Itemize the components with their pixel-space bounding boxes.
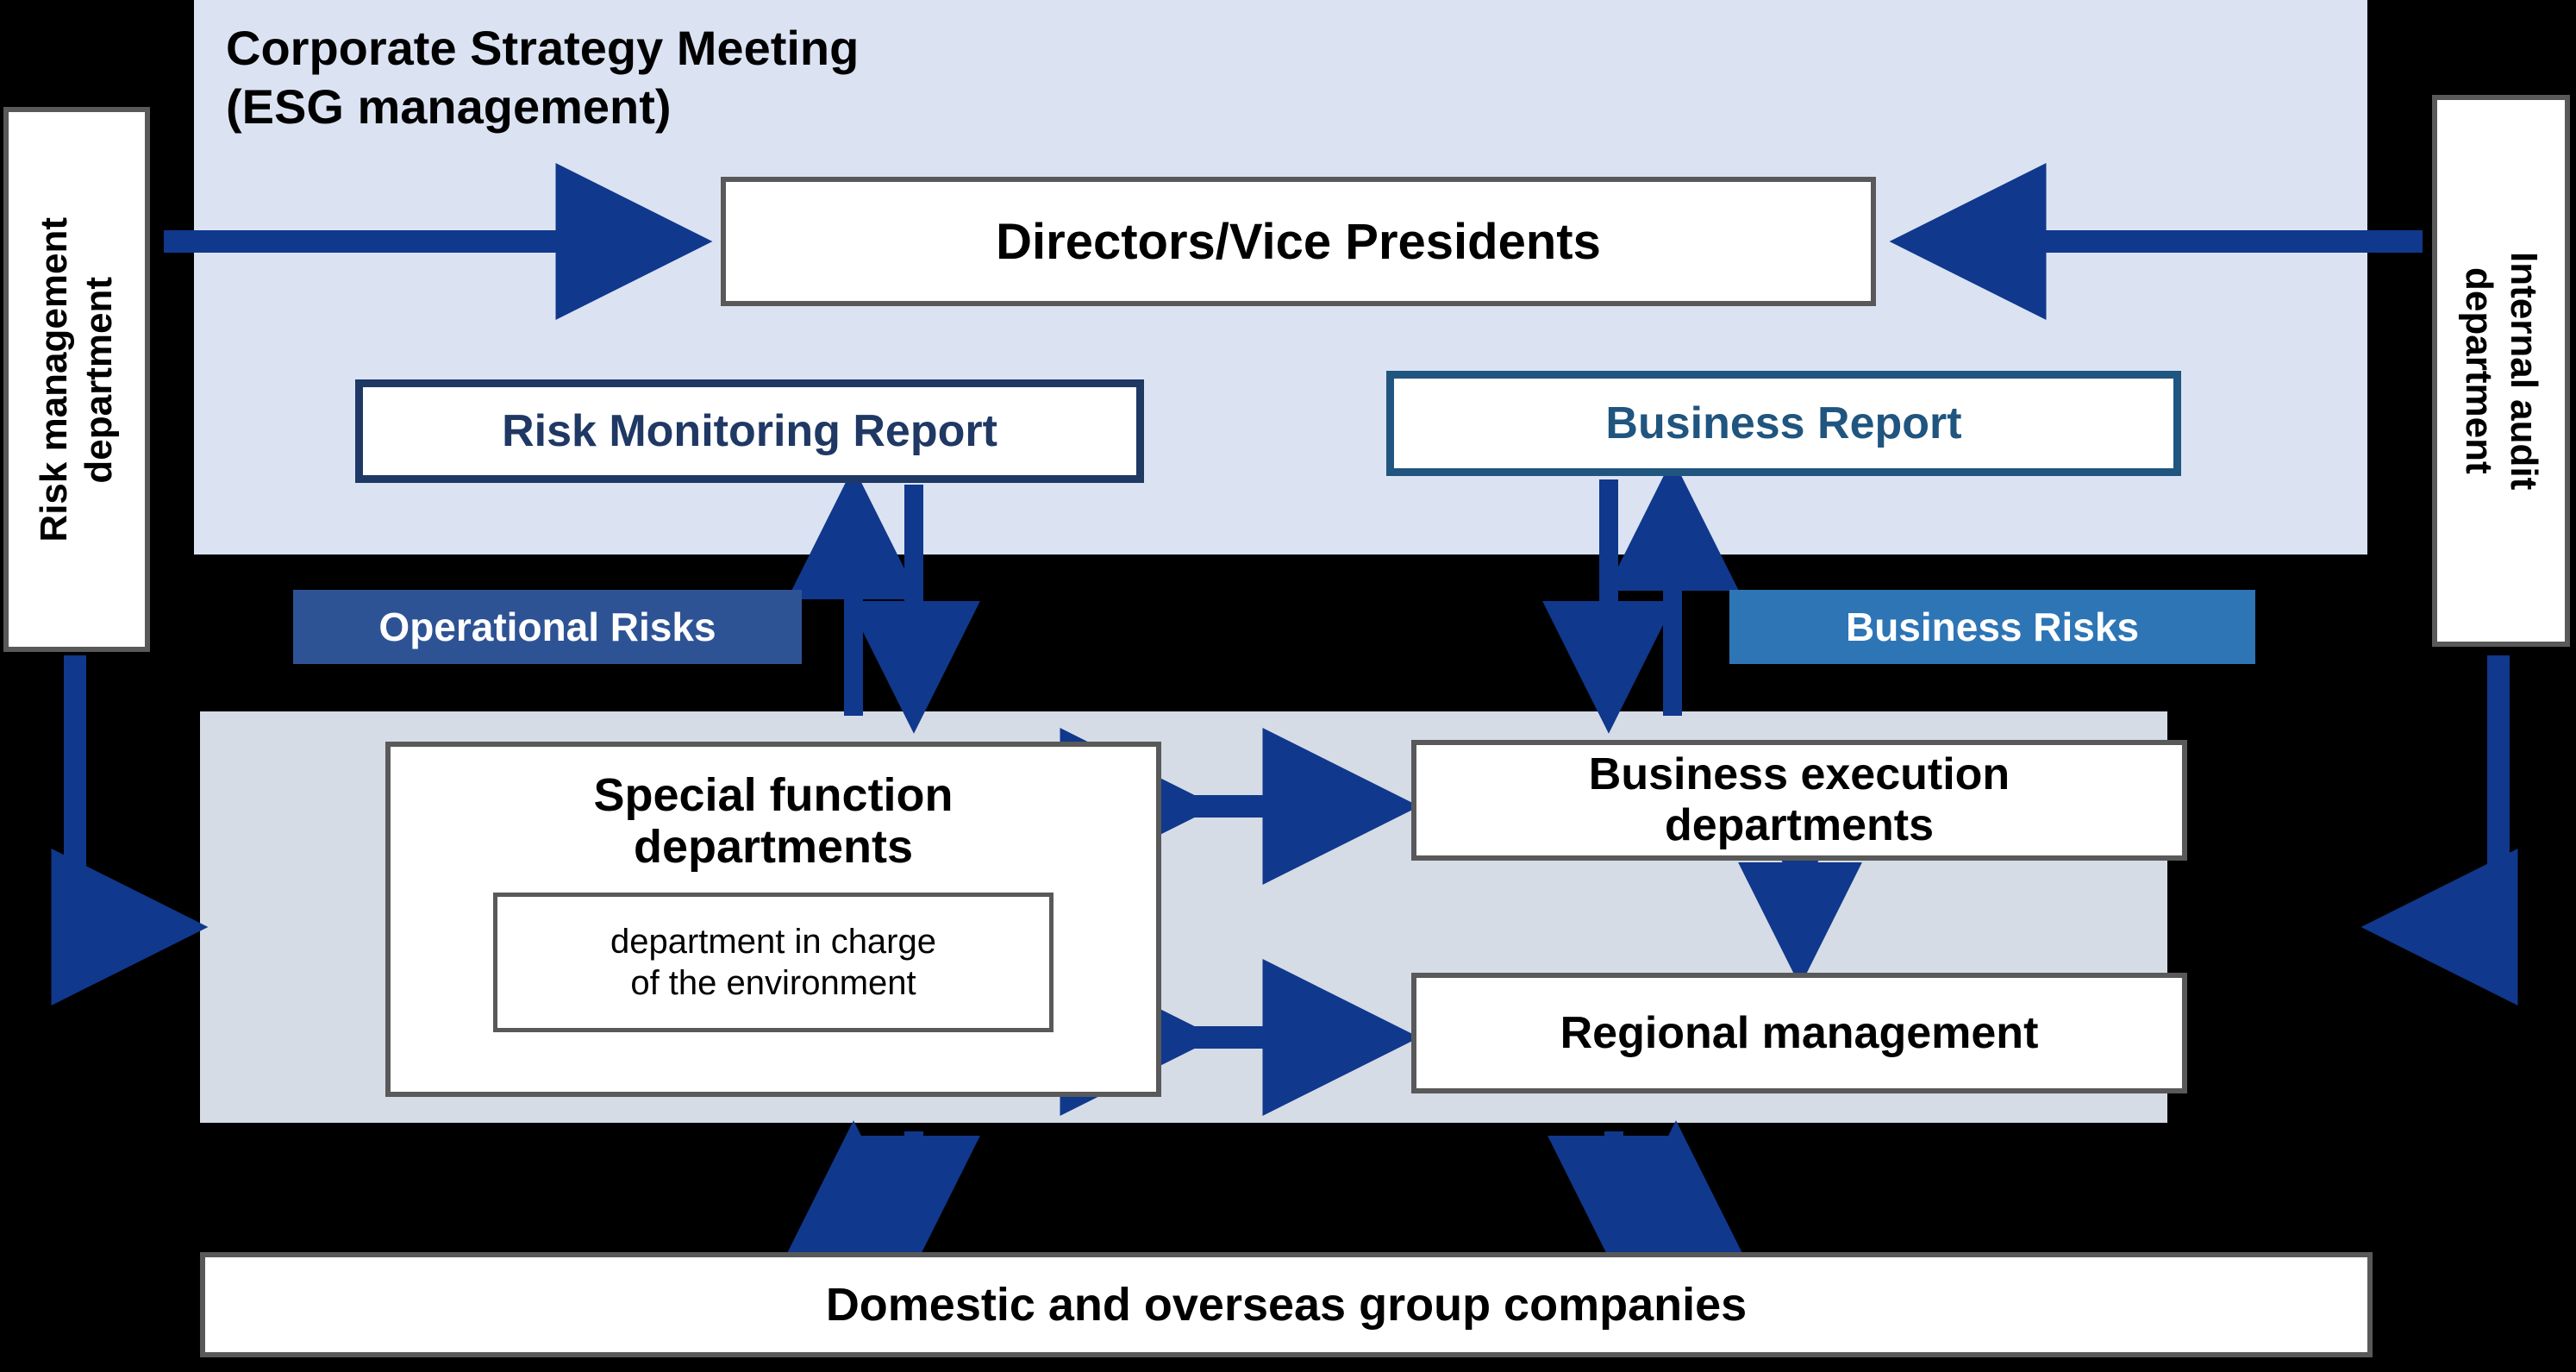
- risk-management-department-box[interactable]: Risk management department: [3, 107, 150, 652]
- special-function-departments-box[interactable]: Special function departments department …: [385, 742, 1161, 1097]
- business-execution-departments-box[interactable]: Business execution departments: [1411, 740, 2187, 861]
- arrow-audit-dept-to-mid-panel: [2360, 655, 2518, 1006]
- panel-title-line-1: Corporate Strategy Meeting: [226, 21, 860, 75]
- arrow-risk-dept-to-mid-panel: [51, 655, 209, 1006]
- panel-title-line-2: (ESG management): [226, 79, 672, 135]
- regional-management-box[interactable]: Regional management: [1411, 973, 2187, 1093]
- operational-risks-banner: Operational Risks: [293, 590, 802, 664]
- risk-management-department-label: Risk management department: [33, 216, 120, 542]
- internal-audit-department-label: Internal audit department: [2458, 251, 2545, 491]
- risk-monitoring-report-box[interactable]: Risk Monitoring Report: [355, 379, 1144, 483]
- internal-audit-department-box[interactable]: Internal audit department: [2432, 95, 2570, 647]
- business-risks-banner: Business Risks: [1729, 590, 2255, 664]
- domestic-overseas-group-companies-box[interactable]: Domestic and overseas group companies: [200, 1252, 2373, 1357]
- environment-department-box[interactable]: department in charge of the environment: [493, 892, 1054, 1032]
- special-function-departments-label: Special function departments: [593, 769, 953, 874]
- panel-title: Corporate Strategy Meeting (ESG manageme…: [226, 19, 859, 137]
- directors-vice-presidents-box[interactable]: Directors/Vice Presidents: [721, 177, 1876, 306]
- business-report-box[interactable]: Business Report: [1386, 371, 2181, 476]
